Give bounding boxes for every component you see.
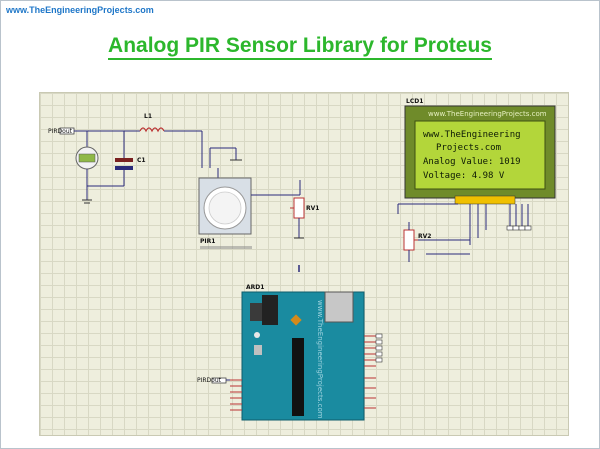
- brand-link[interactable]: www.TheEngineeringProjects.com: [6, 5, 154, 15]
- input-terminal[interactable]: PIRDout: [48, 127, 75, 135]
- lcd-header-text: www.TheEngineeringProjects.com: [428, 110, 547, 118]
- arduino-watermark: www.TheEngineeringProjects.com: [316, 300, 324, 419]
- meter-source[interactable]: [75, 146, 99, 170]
- capacitor-c1[interactable]: C1: [115, 157, 146, 170]
- inductor-label: L1: [144, 113, 152, 120]
- input-terminal-label: PIRDout: [48, 128, 73, 135]
- rv1-label: RV1: [306, 205, 319, 212]
- lcd-line-3: Analog Value: 1019: [423, 157, 521, 167]
- arduino-label: ARD1: [246, 284, 264, 291]
- rv2-label: RV2: [418, 233, 431, 240]
- pir-sensor[interactable]: PIR1: [198, 177, 252, 249]
- lcd-line-1: www.TheEngineering: [423, 130, 521, 140]
- page-title-text: Analog PIR Sensor Library for Proteus: [108, 34, 492, 60]
- lcd-line-2: Projects.com: [436, 143, 501, 153]
- arduino-input-terminal[interactable]: PIRDout: [197, 377, 227, 384]
- capacitor-label: C1: [137, 157, 146, 164]
- arduino-input-label: PIRDout: [197, 377, 222, 384]
- potentiometer-rv1[interactable]: RV1: [290, 197, 319, 219]
- lcd-label: LCD1: [406, 98, 423, 105]
- page-title: Analog PIR Sensor Library for Proteus: [0, 34, 600, 60]
- arduino-board[interactable]: ARD1 www.TheEngineeringProjects.com: [241, 284, 365, 421]
- arduino-digital-pins: [364, 333, 383, 409]
- lcd-display[interactable]: LCD1 www.TheEngineeringProjects.com www.…: [404, 98, 556, 205]
- lcd-data-terminals: [506, 225, 532, 231]
- inductor-l1[interactable]: L1: [139, 113, 165, 133]
- arduino-analog-pins: [230, 379, 242, 411]
- lcd-line-4: Voltage: 4.98 V: [423, 171, 505, 181]
- pir-label: PIR1: [200, 238, 215, 245]
